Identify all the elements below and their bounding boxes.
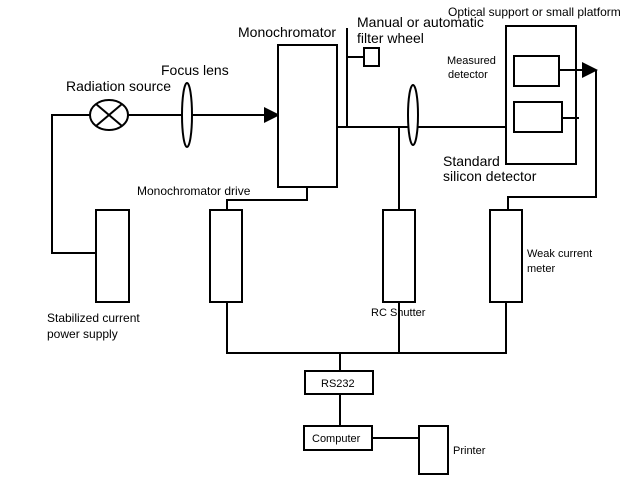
rc-shutter-box — [382, 209, 416, 303]
power-supply-label-1: Stabilized current — [47, 311, 140, 325]
focus-lens — [181, 82, 193, 148]
filter-wheel-label-2: filter wheel — [357, 30, 424, 46]
instrument-bus-wire — [226, 302, 507, 354]
rc-shutter-label: RC Shutter — [371, 307, 426, 319]
optical-platform-box — [505, 25, 577, 165]
optical-support-label: Optical support or small platform — [448, 5, 621, 19]
measured-detector-box — [513, 55, 560, 87]
filter-wheel-box — [363, 47, 380, 67]
measured-detector-label-2: detector — [448, 69, 488, 81]
standard-detector-label-2: silicon detector — [443, 168, 537, 184]
printer-label: Printer — [453, 445, 486, 457]
standard-detector-box — [513, 101, 563, 133]
source-to-power-wire — [51, 114, 96, 254]
power-supply-label-2: power supply — [47, 327, 118, 341]
detector-to-meter-wire — [507, 70, 597, 210]
weak-current-label-1: Weak current — [527, 248, 592, 260]
power-supply-box — [95, 209, 130, 303]
radiation-source-lamp — [89, 99, 129, 131]
standard-detector-label-1: Standard — [443, 153, 500, 169]
second-lens — [407, 84, 419, 146]
filter-wheel-label-1: Manual or automatic — [357, 14, 484, 30]
focus-lens-label: Focus lens — [161, 62, 229, 78]
printer-box — [418, 425, 449, 475]
monochromator-label: Monochromator — [238, 24, 336, 40]
monochromator-to-drive-wire — [226, 187, 308, 210]
weak-current-meter-box — [489, 209, 523, 303]
weak-current-label-2: meter — [527, 263, 555, 275]
monochromator-box — [277, 44, 338, 188]
monochromator-drive-label: Monochromator drive — [137, 184, 251, 198]
monochromator-drive-box — [209, 209, 243, 303]
rs232-label: RS232 — [321, 378, 355, 390]
computer-label: Computer — [312, 433, 361, 445]
measured-detector-label-1: Measured — [447, 55, 496, 67]
radiation-source-label: Radiation source — [66, 78, 171, 94]
computer-box — [303, 425, 373, 451]
